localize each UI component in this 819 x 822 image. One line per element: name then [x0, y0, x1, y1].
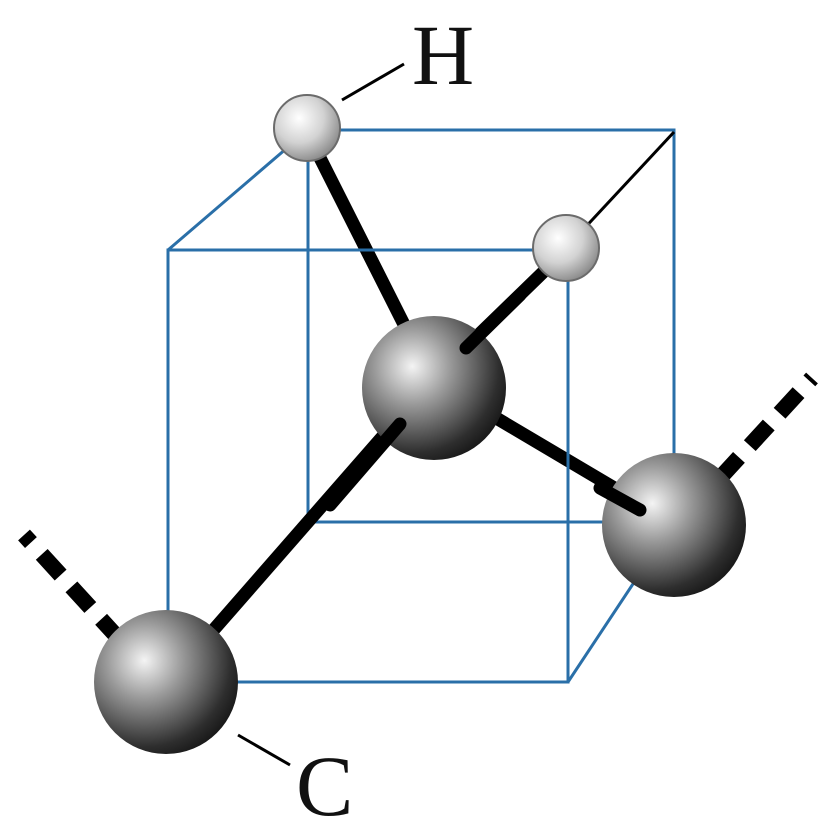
bond-stub-central-carbon-left — [323, 417, 407, 512]
carbon-atom-front-left — [94, 610, 238, 754]
hydrogen-label-leader — [341, 62, 405, 102]
carbon-label-leader — [237, 733, 291, 767]
bond-stub-central-hydrogen — [459, 288, 527, 355]
carbon-label: C — [296, 738, 353, 822]
hydrogen-atom-top-left — [273, 94, 341, 162]
hydrogen-label: H — [412, 7, 474, 103]
hydrogen-atom-top-right — [532, 214, 600, 282]
dashed-bonds — [18, 372, 818, 646]
carbon-atom-right — [602, 453, 746, 597]
cube-back-face — [306, 128, 676, 524]
bond-stub-right-carbon — [593, 481, 647, 517]
dashed-bond-left — [18, 529, 126, 646]
cube-front-face — [166, 248, 570, 684]
dashed-bond-right — [714, 372, 818, 484]
